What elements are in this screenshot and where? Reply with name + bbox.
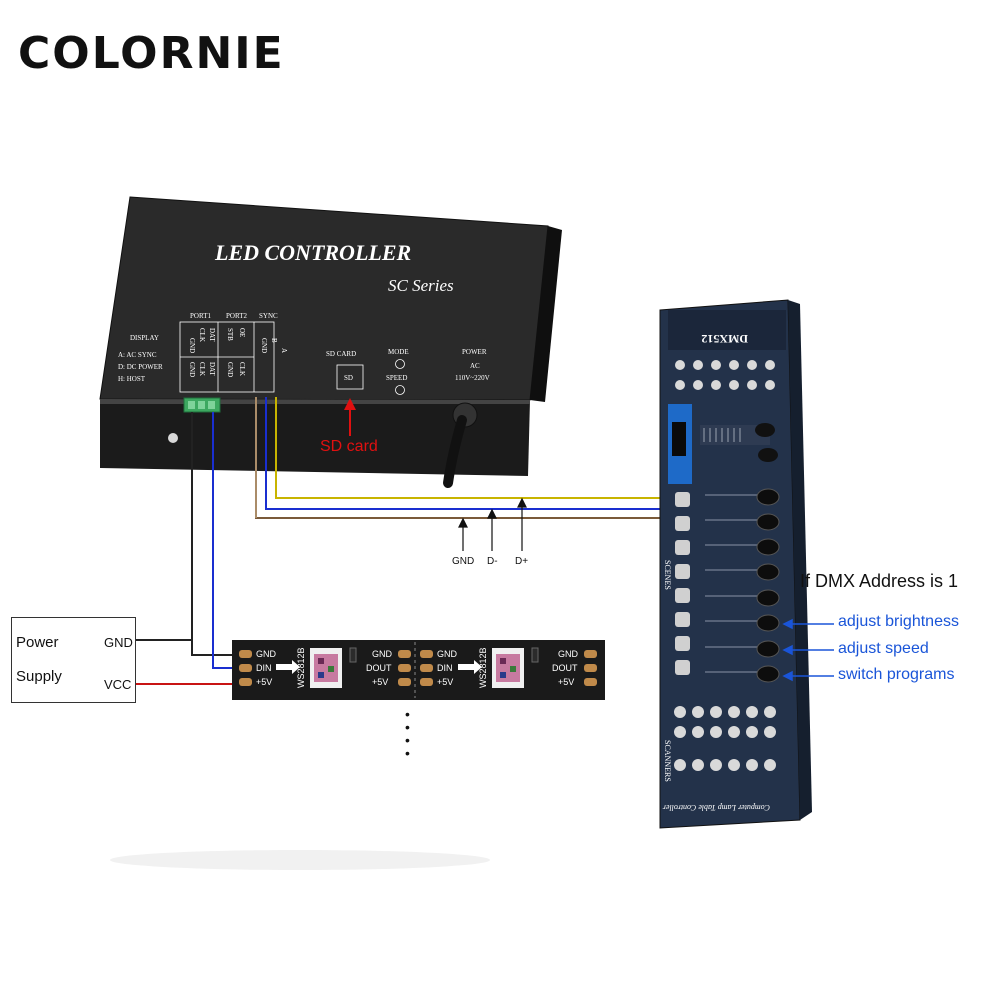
function-arrows [782, 618, 834, 682]
console-master-fader [700, 425, 770, 445]
display-title: DISPLAY [130, 334, 159, 342]
channel-faders [756, 488, 780, 683]
dmx512-console: DMX512 SCENES [659, 299, 812, 829]
power-cable [443, 415, 467, 488]
strip-pin-din-in-2: DIN [437, 663, 453, 673]
pin-b: B [270, 338, 278, 343]
pin-gnd-3: GND [226, 362, 234, 377]
display-line-2: D: DC POWER [118, 363, 163, 371]
pin-oe: OE [238, 328, 246, 337]
pin-dat-1: DAT [208, 328, 216, 342]
power-supply-gnd: GND [104, 635, 133, 650]
strip-pin-5v-in: +5V [256, 677, 272, 687]
strip-pin-gnd-in: GND [256, 649, 277, 659]
strip-pin-gnd-out-2: GND [558, 649, 579, 659]
controller-title: LED CONTROLLER [214, 240, 411, 265]
scenes-label: SCENES [663, 560, 672, 590]
wire-gnd-black [191, 412, 250, 656]
strip-pin-5v-in-2: +5V [437, 677, 453, 687]
console-header [668, 310, 786, 350]
controller-front [100, 399, 530, 476]
bus-arrows [458, 497, 527, 551]
wires [136, 397, 662, 685]
display-line-3: H: HOST [118, 375, 146, 383]
pin-stb: STB [226, 328, 234, 341]
sd-slot [336, 364, 364, 390]
strip-pin-gnd-out: GND [372, 649, 393, 659]
pin-gnd-2: GND [188, 362, 196, 377]
controller-side [530, 226, 562, 402]
pin-a: A [280, 348, 288, 353]
sd-card-annotation: SD card [320, 438, 378, 455]
sync-label: SYNC [259, 312, 278, 320]
display-line-1: A: AC SYNC [118, 351, 157, 359]
strip-arrow-icon [276, 660, 300, 674]
function-programs: switch programs [838, 666, 955, 683]
continuation-dots: •••• [405, 706, 410, 761]
pin-dat-2: DAT [208, 362, 216, 376]
pin-clk-3: CLK [238, 362, 246, 376]
pin-clk-1: CLK [198, 328, 206, 342]
scanners-label: SCANNERS [663, 740, 672, 782]
controller-led-hole [168, 433, 178, 443]
speed-button [395, 385, 405, 395]
power-label: POWER [462, 348, 487, 356]
sd-slot-label: SD [344, 374, 353, 382]
console-display [672, 422, 686, 456]
pin-clk-2: CLK [198, 362, 206, 376]
mode-button [395, 359, 405, 369]
dmx-address-title: If DMX Address is 1 [800, 571, 959, 591]
strip-pin-dout: DOUT [366, 663, 392, 673]
bus-label-gnd: GND [452, 556, 475, 567]
strip-arrow-icon-2 [458, 660, 482, 674]
port2-label: PORT2 [226, 312, 247, 320]
mode-label: MODE [388, 348, 409, 356]
ac-label: AC [470, 362, 480, 370]
chip-label-1: WS2812B [296, 647, 306, 688]
console-caption: Computer Lamp Table Controller [662, 803, 770, 812]
power-supply-label-2: Supply [16, 668, 62, 685]
led-controller: LED CONTROLLER SC Series DISPLAY A: AC S… [99, 196, 562, 488]
wire-sync-a [275, 397, 662, 499]
floor-shadow [110, 850, 490, 870]
voltage-label: 110V~220V [455, 374, 490, 382]
brand-logo: COLORNIE [18, 28, 285, 79]
console-model: DMX512 [701, 332, 748, 346]
power-supply-vcc: VCC [104, 677, 132, 692]
console-side [788, 300, 812, 820]
power-supply-label-1: Power [16, 634, 59, 651]
strip-pin-gnd-in-2: GND [437, 649, 458, 659]
speed-label: SPEED [386, 374, 407, 382]
bus-label-d-minus: D- [487, 556, 498, 567]
strip-pin-5v-out-2: +5V [558, 677, 574, 687]
strip-pin-5v-out: +5V [372, 677, 388, 687]
strip-pin-dout-2: DOUT [552, 663, 578, 673]
bus-label-d-plus: D+ [515, 556, 529, 567]
pin-gnd-4: GND [260, 338, 268, 353]
sd-card-panel-label: SD CARD [326, 350, 356, 358]
pin-gnd-1: GND [188, 338, 196, 353]
led-strip: GND DIN +5V GND DOUT +5V GND DIN +5V GND… [232, 640, 605, 700]
strip-pin-din-in: DIN [256, 663, 272, 673]
function-brightness: adjust brightness [838, 613, 959, 630]
function-speed: adjust speed [838, 640, 929, 657]
controller-top [99, 196, 549, 401]
power-supply-box: Power Supply GND VCC [11, 617, 136, 703]
wire-sync-b [265, 397, 662, 510]
chip-label-2: WS2812B [478, 647, 488, 688]
port1-label: PORT1 [190, 312, 211, 320]
controller-subtitle: SC Series [388, 276, 454, 295]
